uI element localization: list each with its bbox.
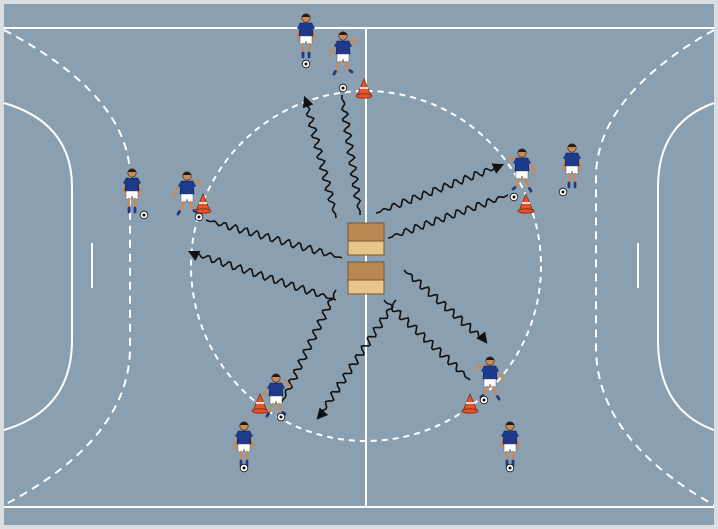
- soccer-ball-icon: [480, 396, 488, 404]
- soccer-ball-icon: [240, 464, 248, 472]
- soccer-ball-icon: [559, 188, 567, 196]
- soccer-ball-icon: [195, 213, 203, 221]
- soccer-ball-icon: [339, 84, 347, 92]
- soccer-ball-icon: [277, 413, 285, 421]
- soccer-ball-icon: [302, 60, 310, 68]
- soccer-ball-icon: [140, 211, 148, 219]
- box-bottom: [348, 262, 384, 294]
- box-top: [348, 223, 384, 255]
- soccer-ball-icon: [506, 464, 514, 472]
- soccer-ball-icon: [510, 193, 518, 201]
